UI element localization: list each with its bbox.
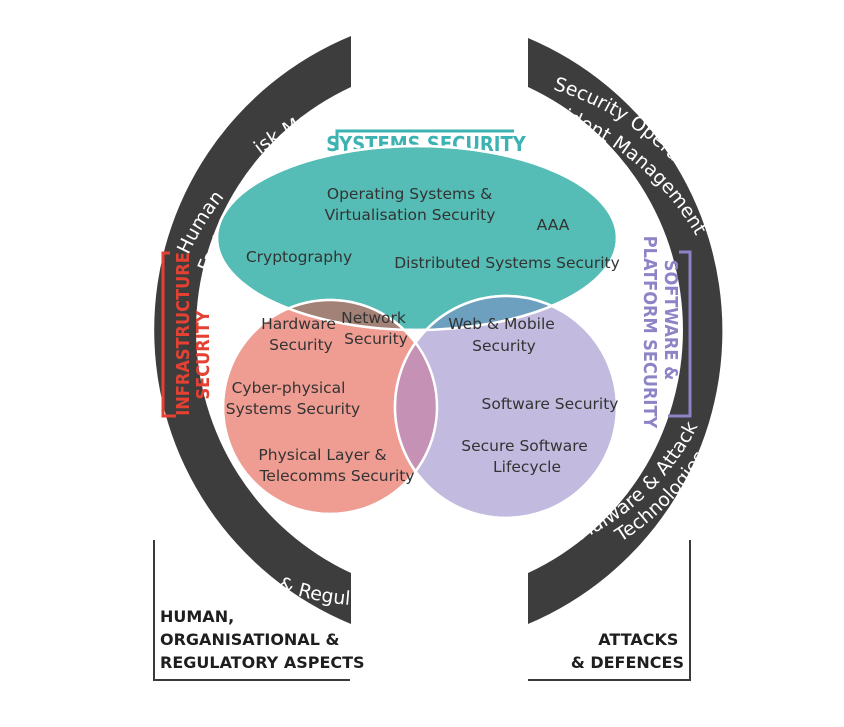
- software-security-label: Software Security: [482, 395, 619, 413]
- cryptography-label: Cryptography: [246, 248, 352, 266]
- left-arc: [154, 36, 351, 624]
- systems-heading-bracket: [335, 129, 514, 150]
- svg-text:SECURITY: SECURITY: [193, 310, 214, 399]
- human-aspects-bracket: [153, 540, 350, 681]
- physical-layer-label: Physical Layer & Telecomms Security: [258, 446, 414, 485]
- software-outline: [393, 294, 619, 520]
- human-aspects-label: HUMAN, ORGANISATIONAL & REGULATORY ASPEC…: [160, 607, 365, 672]
- svg-text:SOFTWARE &: SOFTWARE &: [660, 260, 681, 380]
- cyber-physical-label: Cyber-physical Systems Security: [226, 379, 360, 418]
- software-platform-security-heading: SOFTWARE & PLATFORM SECURITY: [639, 236, 681, 429]
- knowledge-area-labels: Operating Systems & Virtualisation Secur…: [226, 185, 620, 485]
- network-security-label: Network Security: [341, 309, 411, 348]
- distributed-systems-label: Distributed Systems Security: [394, 254, 620, 272]
- secure-software-lifecycle-label: Secure Software Lifecycle: [461, 437, 592, 476]
- web-mobile-label: Web & Mobile Security: [448, 315, 560, 355]
- attacks-defences-bracket: [528, 540, 691, 681]
- svg-text:PLATFORM SECURITY: PLATFORM SECURITY: [639, 236, 660, 429]
- venn-diagram: [215, 144, 619, 520]
- infrastructure-heading-bracket: [161, 251, 176, 418]
- attacks-defences-label: ATTACKS & DEFENCES: [571, 630, 684, 672]
- aaa-label: AAA: [537, 216, 570, 234]
- infrastructure-security-heading: INFRASTRUCTURE SECURITY: [173, 252, 214, 416]
- svg-text:INFRASTRUCTURE: INFRASTRUCTURE: [173, 252, 194, 416]
- infrastructure-outline: [221, 298, 439, 516]
- os-virtualisation-label: Operating Systems & Virtualisation Secur…: [325, 185, 498, 224]
- software-heading-bracket: [668, 250, 692, 418]
- right-arc: [528, 38, 723, 624]
- forensics-label: Forensics: [748, 215, 796, 306]
- systems-outline: [215, 144, 619, 332]
- hardware-security-label: Hardware Security: [261, 315, 341, 354]
